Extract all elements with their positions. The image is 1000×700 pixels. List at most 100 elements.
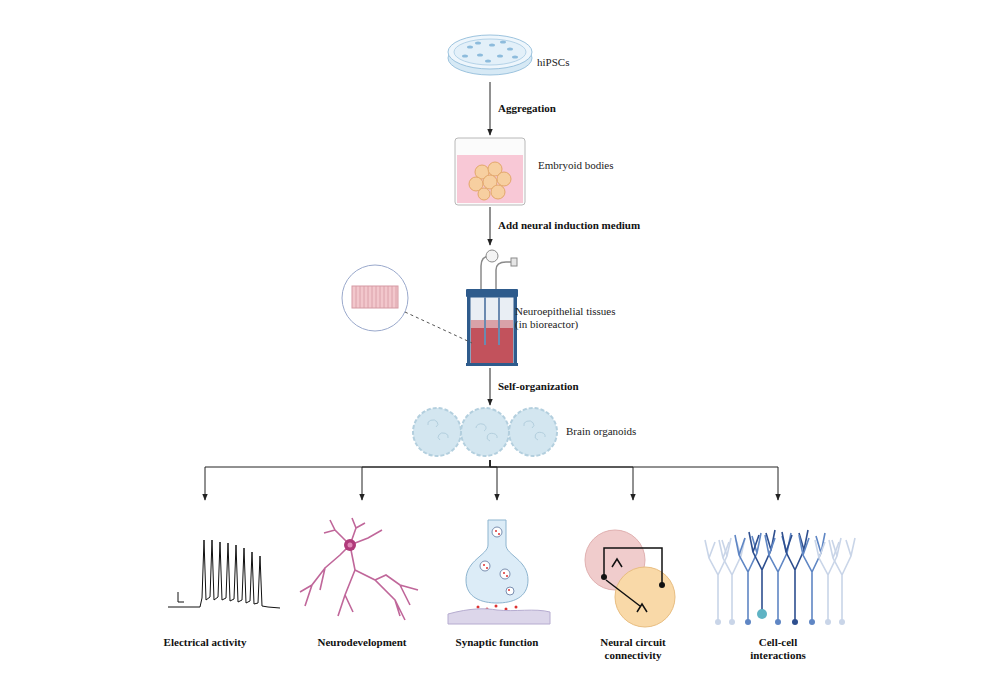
organoid-texture <box>428 420 545 441</box>
cell <box>507 47 513 50</box>
stage-label: hiPSCs <box>537 56 603 69</box>
step-label: Aggregation <box>498 102 556 115</box>
soma <box>839 619 845 625</box>
flow-arrow <box>205 460 490 500</box>
postsynaptic-membrane <box>448 609 550 624</box>
stage-label: Neuroepithelial tissues (in bioreactor) <box>515 305 627 331</box>
vesicle <box>492 527 502 537</box>
neurotransmitters <box>477 530 518 611</box>
frame <box>467 297 470 365</box>
base <box>466 363 518 366</box>
neuroepithelium <box>352 286 398 308</box>
cell <box>467 45 473 48</box>
cell <box>815 538 841 622</box>
inset-circle <box>342 265 408 331</box>
stage-label: Brain organoids <box>566 425 648 438</box>
soma <box>715 619 721 625</box>
organoid-body <box>413 408 461 456</box>
cell <box>749 530 775 612</box>
soma <box>775 619 781 625</box>
cell <box>735 533 761 622</box>
vesicle <box>500 569 510 579</box>
vesicle <box>506 587 514 595</box>
circuit-node <box>601 574 607 580</box>
dish-rim <box>448 35 532 69</box>
outcome-label: Synaptic function <box>437 636 557 649</box>
cell <box>765 533 791 622</box>
cell <box>475 41 481 44</box>
embryoid-body <box>469 162 511 200</box>
flow-arrow <box>362 460 490 500</box>
outcome-label: Neurodevelopment <box>297 636 427 649</box>
tube <box>496 262 512 292</box>
cell <box>497 172 511 186</box>
flow-arrow <box>490 460 497 500</box>
circuit-wire <box>606 559 647 612</box>
organoid-body <box>461 408 509 456</box>
step-label: Add neural induction medium <box>498 219 640 232</box>
stage-label: Embryoid bodies <box>538 159 638 172</box>
outcome-panel: Electrical activity <box>140 500 270 670</box>
shaft <box>498 292 500 345</box>
bioreactor-stage: Neuroepithelial tissues (in bioreactor) <box>338 245 640 368</box>
cell <box>829 538 855 622</box>
neuron-dendrites <box>300 518 418 620</box>
medium <box>471 328 513 364</box>
dot <box>486 567 488 569</box>
vessel <box>470 297 514 365</box>
soma <box>825 619 831 625</box>
dot <box>495 530 497 532</box>
organoid-body <box>509 408 557 456</box>
dot <box>495 605 498 608</box>
leader-line <box>405 312 472 343</box>
beaker-stage: Embryoid bodies <box>450 135 640 207</box>
dot <box>498 533 500 535</box>
stem-cells <box>462 40 518 62</box>
outcome-panel: Cell-cell interactions <box>703 500 853 670</box>
neuron-nucleus <box>348 543 353 548</box>
soma <box>792 619 798 625</box>
soma <box>729 619 735 625</box>
dot <box>503 572 505 574</box>
organoid-stage: Brain organoids <box>405 405 650 460</box>
shaft <box>484 292 486 345</box>
vesicles <box>480 527 514 595</box>
cell <box>782 530 808 622</box>
dish-stage: hiPSCs <box>440 28 605 82</box>
cell <box>491 185 505 199</box>
medium-top <box>471 320 513 328</box>
vesicle <box>480 561 490 571</box>
organoid-b <box>615 567 675 627</box>
cell <box>489 43 495 46</box>
cell-network <box>705 530 855 622</box>
outcome-panel: Neural circuit connectivity <box>573 500 693 670</box>
cap <box>466 289 518 297</box>
beaker <box>455 138 525 205</box>
cell-rows <box>356 286 396 308</box>
organoid <box>413 408 557 456</box>
cell <box>477 53 483 56</box>
soma <box>757 609 767 619</box>
outcome-panel: Neurodevelopment <box>297 500 427 670</box>
presynaptic-bouton <box>466 520 528 603</box>
outcome-label: Electrical activity <box>140 636 270 649</box>
soma <box>745 619 751 625</box>
cell <box>799 533 825 622</box>
flow-arrow <box>490 460 633 500</box>
cell <box>500 40 506 43</box>
circuit-node <box>659 582 665 588</box>
dot <box>483 564 485 566</box>
cell <box>485 59 491 62</box>
cell <box>497 54 503 57</box>
outcome-panel: Synaptic function <box>437 500 557 670</box>
neuron-soma <box>344 539 356 551</box>
flow-arrow <box>490 82 491 135</box>
soma <box>809 619 815 625</box>
flow-arrow <box>490 460 778 500</box>
flow-arrow <box>490 368 491 405</box>
dot <box>506 575 508 577</box>
outcome-label: Cell-cell interactions <box>736 636 820 662</box>
cell <box>462 54 468 57</box>
cell <box>512 55 518 58</box>
dot <box>515 606 518 609</box>
